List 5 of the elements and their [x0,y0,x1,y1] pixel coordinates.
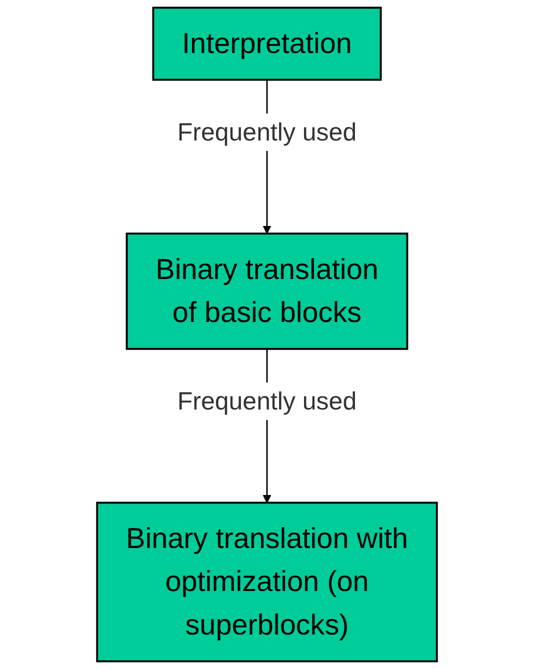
edge-label: Frequently used [177,386,357,416]
node-box: Interpretation [152,6,382,81]
node-box: Binary translation with optimization (on superblocks) [96,502,438,662]
node-box: Binary translation of basic blocks [126,232,408,350]
edge-label: Frequently used [177,117,357,146]
